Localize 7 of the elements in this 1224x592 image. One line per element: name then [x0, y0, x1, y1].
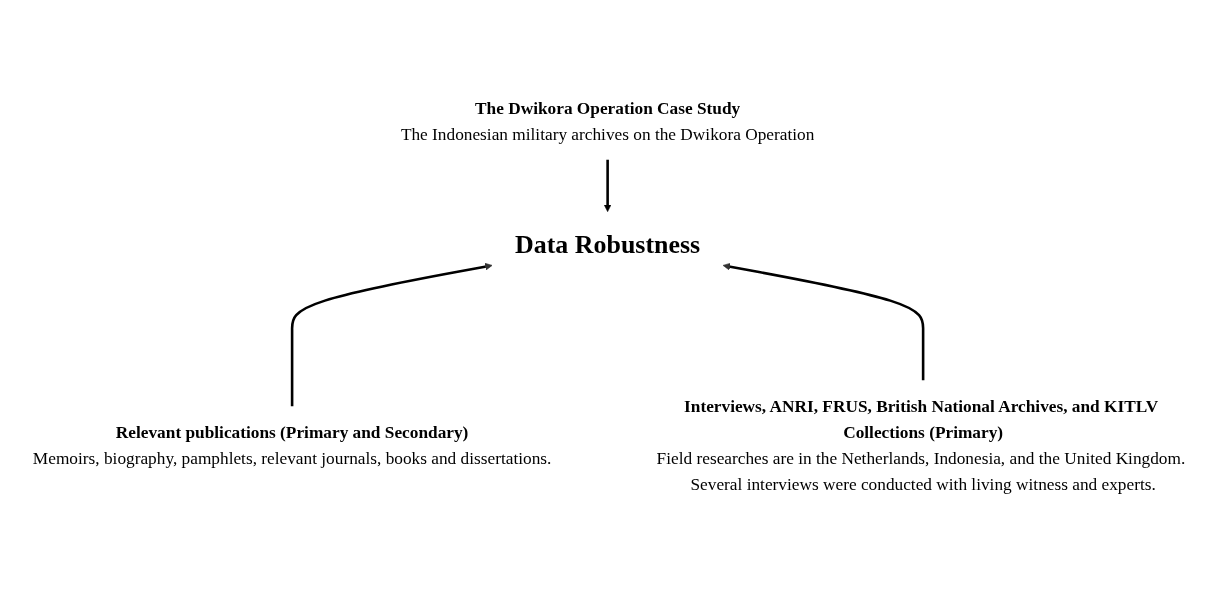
node-text: Data Robustness: [515, 229, 701, 259]
arrow: [722, 263, 925, 381]
node-text: Relevant publications (Primary and Secondary) Memoirs, biography, pamphlets, relevant journals, books and dissertations.: [32, 422, 552, 468]
arrow: [603, 159, 612, 213]
arrow: [290, 263, 493, 407]
node-text: The Dwikora Operation Case Study The Indonesian military archives on the Dwikora Operation: [400, 98, 815, 144]
node-text: Interviews, ANRI, FRUS, British National Archives, and KITLV Collections (Primary) Field researches are in the Netherlands, Indonesia, and the United Kingdom. Several interviews were conducted with living witness and experts.: [656, 396, 1186, 494]
